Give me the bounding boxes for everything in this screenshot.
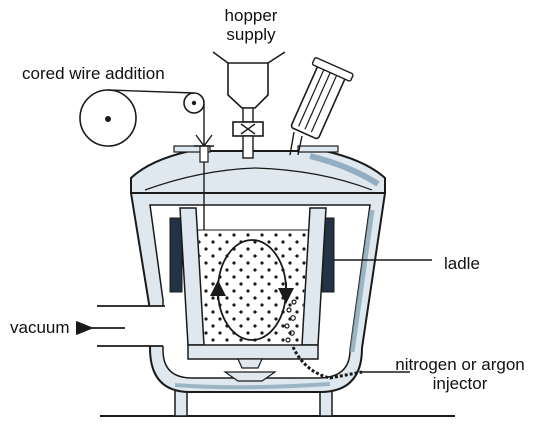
- hopper-neck: [242, 107, 254, 123]
- injector-label-line2: injector: [432, 374, 488, 393]
- lid-inner-line: [144, 167, 373, 191]
- hopper-supply-label: hopper supply: [196, 6, 306, 44]
- injector-label-line1: nitrogen or argon: [395, 355, 525, 374]
- ladle-refractory-left: [169, 217, 183, 293]
- injector-label: nitrogen or argon injector: [372, 355, 548, 393]
- wire-pulley-hub: [191, 100, 197, 106]
- hopper-leader-left: [212, 51, 229, 64]
- hopper-leader-right: [267, 51, 286, 64]
- lid-shading: [309, 153, 380, 187]
- wire-reel-hub: [105, 116, 111, 122]
- ladle-stand: [223, 371, 277, 382]
- vacuum-duct-gap: [135, 306, 165, 346]
- lance-stem: [289, 131, 303, 156]
- sampling-lance: [290, 57, 354, 140]
- shell-shading: [349, 209, 375, 353]
- valve-x-icon: [240, 123, 256, 135]
- ladle-label: ladle: [444, 254, 480, 273]
- vacuum-vessel-lid: [130, 150, 386, 194]
- lid-flange-right: [297, 145, 339, 153]
- hopper-body: [227, 62, 269, 109]
- cored-wire-label: cored wire addition: [22, 64, 165, 83]
- ladle-bottom-plug: [237, 358, 263, 369]
- hopper-supply-label-line2: supply: [226, 25, 276, 44]
- shell-shading: [174, 382, 331, 390]
- vacuum-label: vacuum: [10, 318, 70, 337]
- wire-guide-tube: [199, 145, 209, 163]
- lid-flange-left: [173, 145, 211, 153]
- gas-bubbles: [283, 293, 297, 343]
- cored-wire-top: [107, 89, 195, 94]
- hopper-supply-label-line1: hopper: [224, 6, 278, 25]
- molten-steel-bath: [198, 230, 308, 345]
- hopper-feed-pipe: [242, 135, 254, 159]
- injector-pipe: [291, 346, 363, 380]
